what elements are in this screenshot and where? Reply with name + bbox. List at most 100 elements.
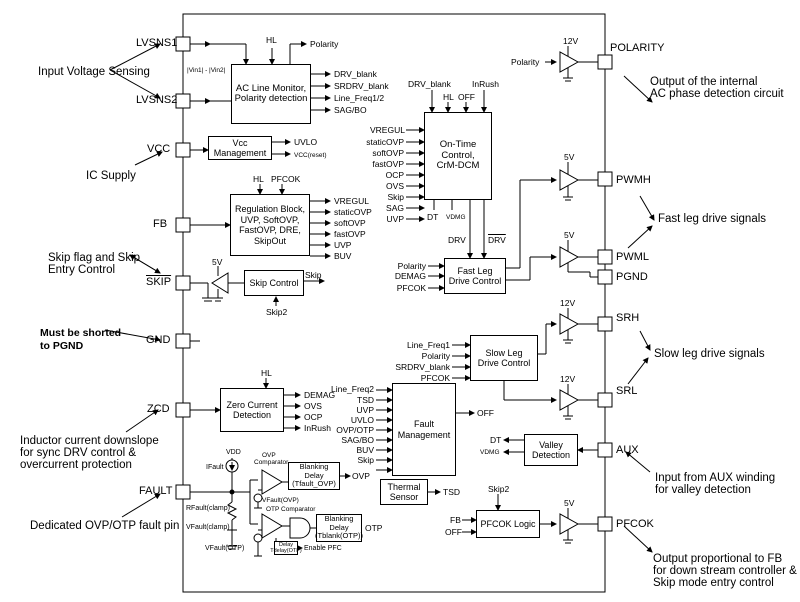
block-thermal-line2: Sensor (389, 492, 419, 502)
sig-demag-zcd: DEMAG (304, 390, 336, 400)
sig-5v-pwmh: 5V (564, 152, 575, 162)
sig-skip-in: Skip (387, 192, 404, 202)
sig-vfault-ovp: VFault(OVP) (262, 497, 299, 504)
sig-vfault-otp: VFault(OTP) (205, 545, 245, 552)
block-delay-line1: Delay (278, 542, 294, 548)
pin-fb: FB (153, 218, 168, 230)
sig-rfault-clamp: RFault(clamp) (186, 505, 230, 512)
sig-enable-pfc: Enable PFC (304, 545, 342, 552)
sig-hl-reg: HL (253, 174, 264, 184)
sig-hl-ac: HL (266, 35, 277, 45)
sig-off-fault: OFF (477, 408, 494, 418)
block-blank-otp-line3: (Tblank(OTP)) (315, 531, 363, 541)
block-ontime-line2: Control, (441, 149, 475, 161)
block-blank-otp-line1: Blanking (324, 514, 354, 524)
sig-vdmg-ontime: VDMG (446, 214, 466, 221)
block-fast-leg: Fast Leg Drive Control (444, 258, 506, 294)
sig-hl-zcd: HL (261, 368, 272, 378)
block-ac-line-subtitle: Polarity detection (234, 93, 308, 104)
label-aux-1: Input from AUX winding (655, 472, 776, 484)
label-skip-flag-1: Skip flag and Skip (48, 252, 141, 264)
sig-tsd-out: TSD (443, 487, 460, 497)
label-pfcok-3: Skip mode entry control (653, 577, 774, 589)
block-blank-ovp-line1: Blanking (299, 462, 329, 472)
pin-zcd: ZCD (147, 403, 170, 415)
sig-otp-out: OTP (365, 523, 383, 533)
block-fault-line1: Fault (413, 419, 434, 429)
block-valley-line1: Valley (539, 439, 563, 450)
pin-polarity: POLARITY (610, 42, 665, 54)
sig-vregul-in: VREGUL (370, 125, 405, 135)
label-pfcok-1: Output proportional to FB (653, 553, 783, 565)
block-zcd-line1: Zero Current (226, 399, 278, 410)
sig-polarity-slow: Polarity (421, 351, 450, 361)
sig-vdmg-valley: VDMG (480, 449, 500, 456)
block-fastleg-line1: Fast Leg (457, 265, 493, 276)
block-thermal-line1: Thermal (387, 481, 421, 492)
pin-srh: SRH (616, 312, 640, 324)
sig-uvp-in: UVP (386, 214, 404, 224)
block-blank-otp-line2: Delay (329, 522, 349, 532)
sig-staticovp-in: staticOVP (366, 137, 404, 147)
block-reg-line4: SkipOut (253, 235, 286, 246)
sig-pfcok-slow: PFCOK (420, 373, 450, 383)
sig-5v-pfcok: 5V (564, 498, 575, 508)
block-slow-leg: Slow Leg Drive Control (470, 335, 538, 381)
sig-buv-fault: BUV (356, 445, 374, 455)
label-fast-leg: Fast leg drive signals (658, 213, 767, 225)
label-inductor-1: Inductor current downslope (20, 435, 159, 447)
block-ontime-line3: CrM-DCM (436, 160, 480, 172)
pin-skip: SKIP (146, 276, 172, 288)
block-blanking-delay-ovp: Blanking Delay (Tfault_OVP) (288, 462, 340, 490)
block-valley-line2: Detection (531, 450, 571, 460)
sig-off-pfcok: OFF (445, 527, 462, 537)
sig-skip2: Skip2 (266, 307, 288, 317)
sig-demag-fast: DEMAG (394, 271, 426, 281)
pin-pgnd: PGND (616, 271, 648, 283)
block-blank-ovp-line3: (Tfault_OVP) (292, 479, 336, 489)
sig-softovp-in: softOVP (372, 148, 404, 158)
sig-line-freq2: Line_Freq2 (330, 384, 374, 394)
sig-otp-comparator: OTP Comparator (266, 506, 316, 513)
label-must-short-2: to PGND (40, 340, 84, 352)
block-thermal-sensor: Thermal Sensor (380, 479, 428, 505)
sig-fb-pfcok: FB (450, 515, 461, 525)
sig-ocp-in: OCP (385, 170, 404, 180)
sig-buv-out: BUV (334, 251, 352, 261)
sig-srdrv-blank: SRDRV_blank (334, 81, 389, 91)
block-delay-line2: Tdelay(OTP) (270, 548, 302, 554)
sig-12v-srh: 12V (560, 298, 576, 308)
pin-fault: FAULT (139, 485, 173, 497)
sig-polarity-ac: Polarity (310, 39, 339, 49)
sig-ovs-zcd: OVS (304, 401, 322, 411)
block-on-time-control: On-Time Control, CrM-DCM (424, 112, 492, 200)
label-output-polarity-2: AC phase detection circuit (650, 88, 784, 100)
sig-ovp-otp-fault: OVP/OTP (336, 425, 374, 435)
block-blank-ovp-line2: Delay (304, 470, 324, 480)
sig-drv: DRV (448, 235, 466, 245)
block-fault-management: Fault Management (392, 383, 456, 476)
block-slowleg-line1: Slow Leg (485, 347, 523, 358)
label-pfcok-2: for down stream controller & (653, 565, 797, 577)
sig-uvp-out: UVP (334, 240, 352, 250)
sig-drv-blank: DRV_blank (334, 69, 377, 79)
sig-softovp-out: softOVP (334, 218, 366, 228)
sig-uvp-fault: UVP (356, 405, 374, 415)
block-reg-line3: FastOVP, DRE, (239, 225, 301, 235)
sig-5v-pwml: 5V (564, 230, 575, 240)
sig-inrush-top: InRush (472, 79, 499, 89)
pin-pwmh: PWMH (616, 174, 651, 186)
sig-vfault-clamp: VFault(clamp) (186, 524, 230, 531)
sig-uvlo-fault: UVLO (350, 415, 374, 425)
pin-pwml: PWML (616, 251, 649, 263)
sig-off-ontime: OFF (458, 92, 475, 102)
sig-srdrv-blank-slow: SRDRV_blank (395, 362, 450, 372)
sig-fastovp-out: fastOVP (334, 229, 366, 239)
sig-fastovp-in: fastOVP (372, 159, 404, 169)
pin-srl: SRL (616, 385, 638, 397)
sig-drv-bar: DRV (488, 235, 506, 245)
sig-sag-bo: SAG/BO (334, 105, 367, 115)
label-input-voltage-sensing: Input Voltage Sensing (38, 66, 150, 78)
sig-skip-out: Skip (305, 270, 322, 280)
sig-ovp-out: OVP (352, 471, 370, 481)
